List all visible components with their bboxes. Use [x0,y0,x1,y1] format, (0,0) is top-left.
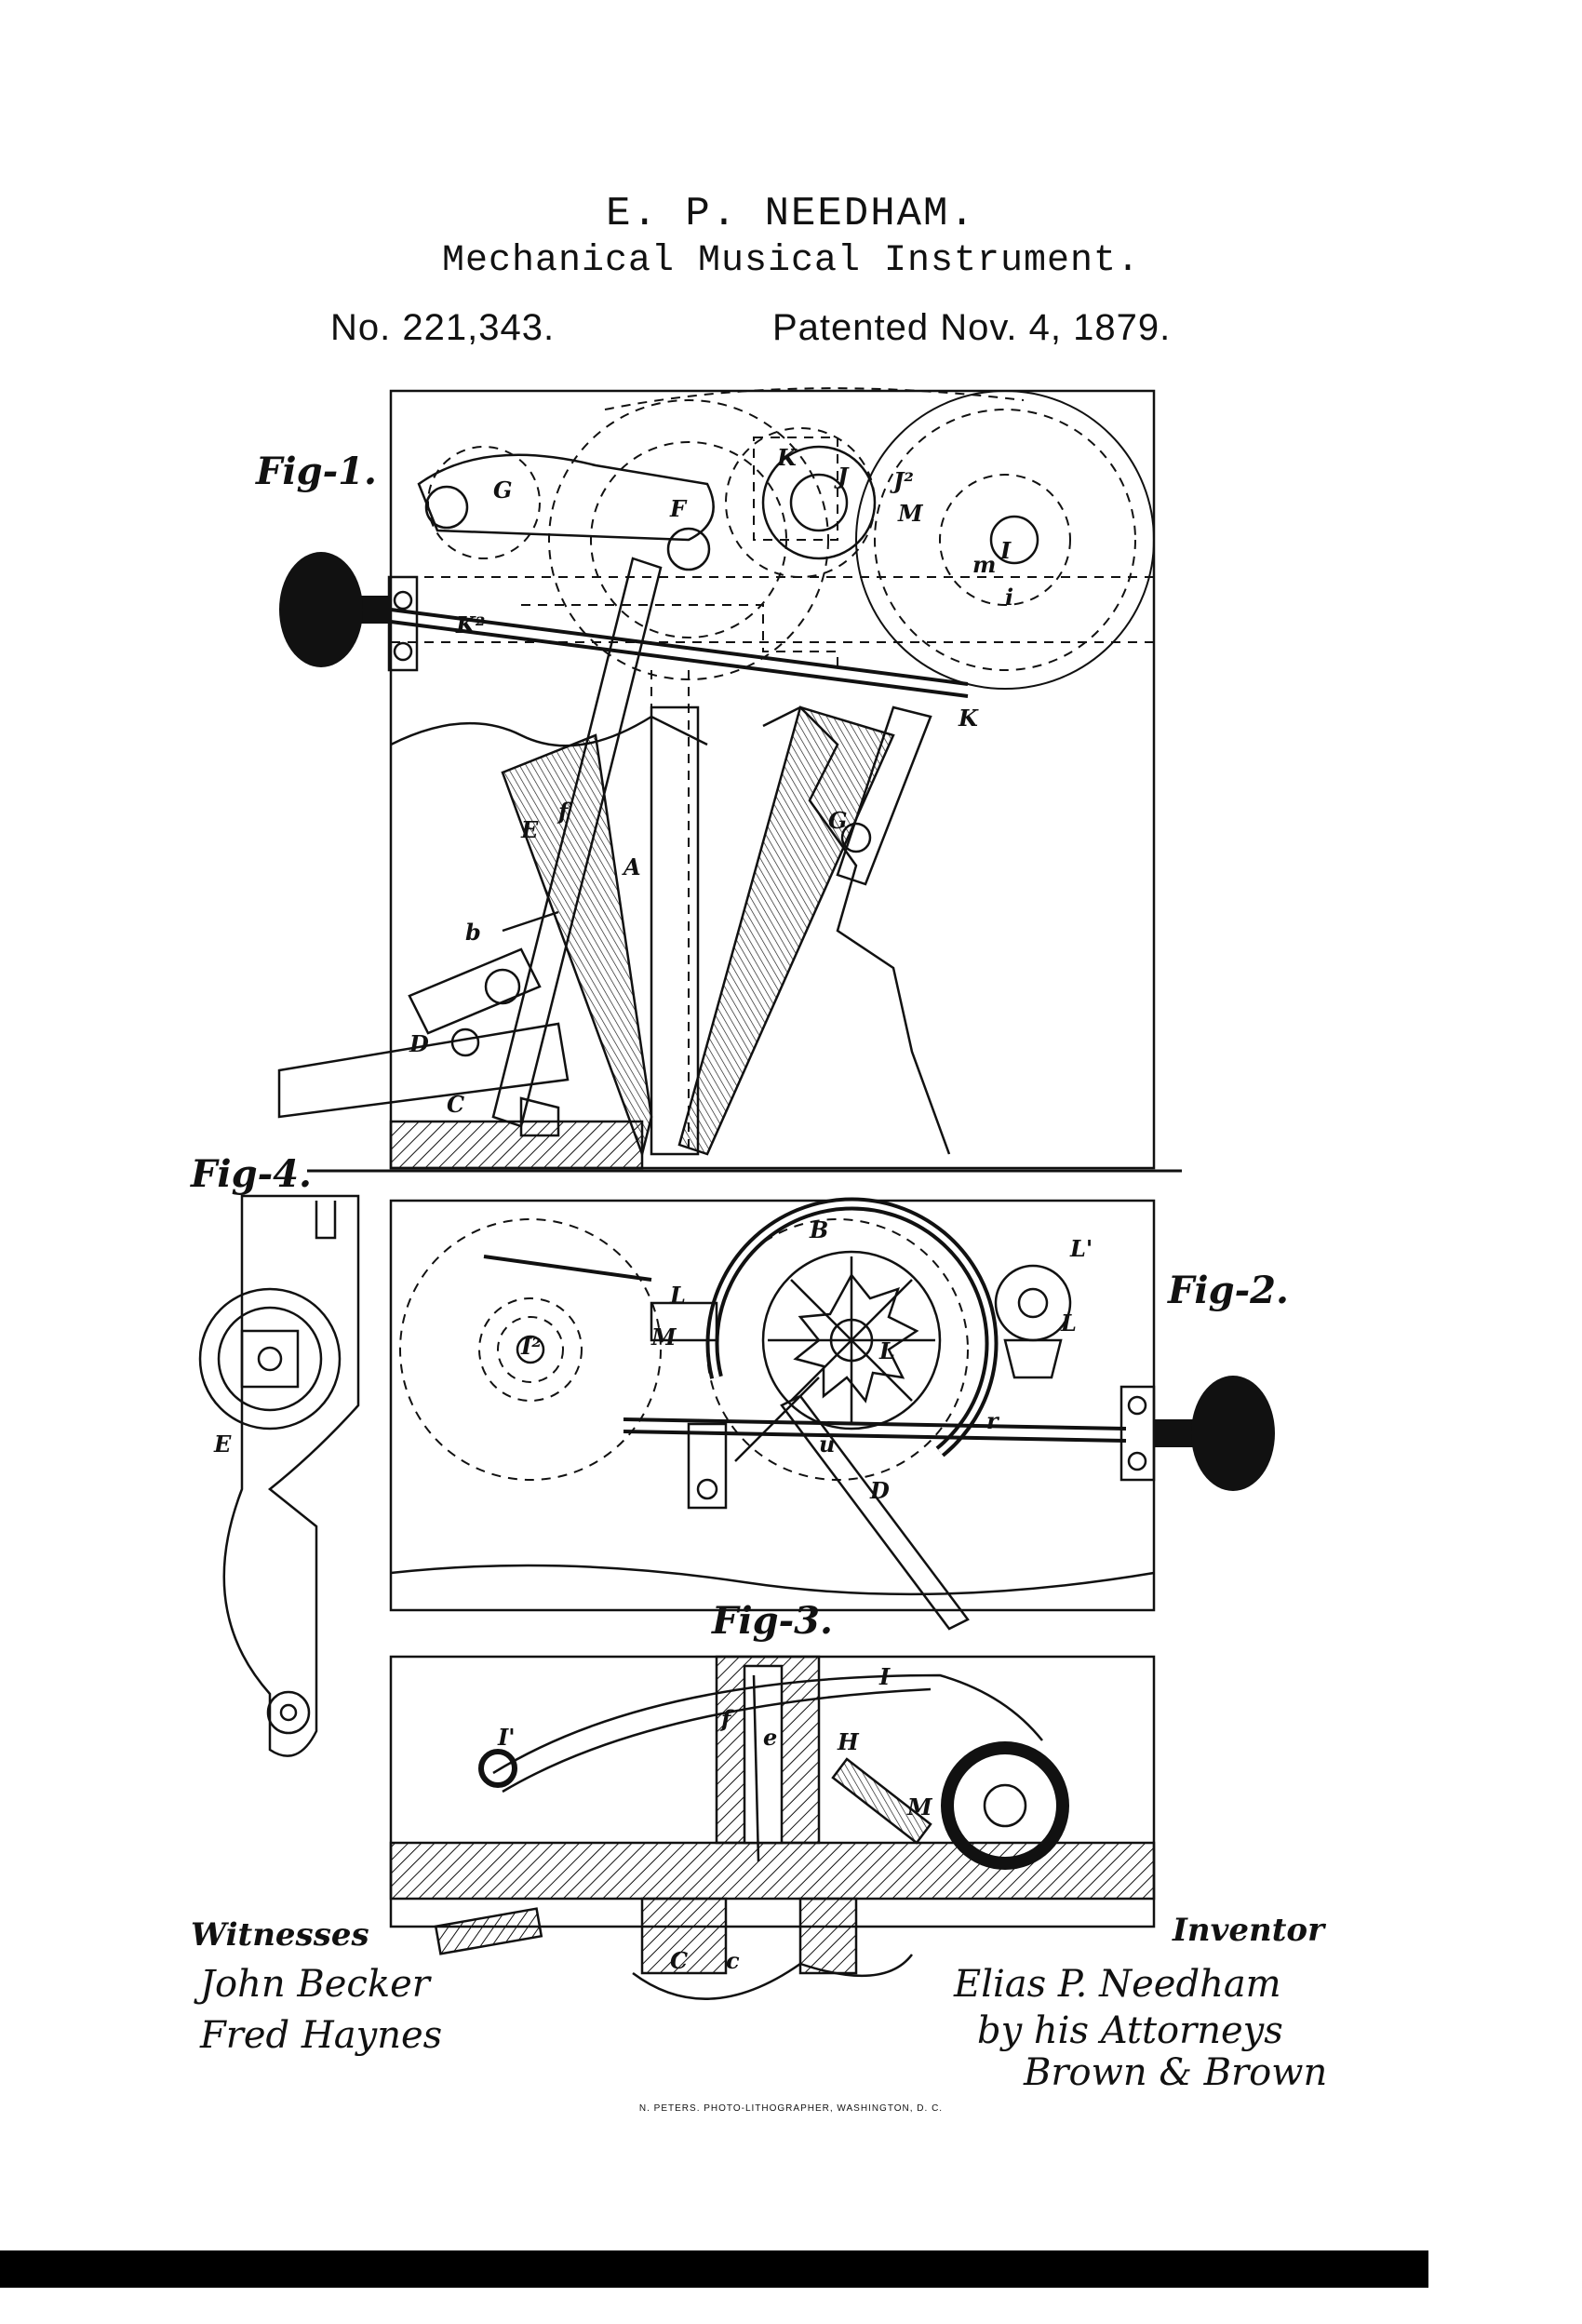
svg-text:m: m [972,551,996,578]
svg-text:e: e [763,1724,777,1751]
inventor-signature: Elias P. Needham [953,1963,1281,2006]
svg-text:D: D [869,1477,890,1504]
svg-text:L: L [878,1337,895,1364]
svg-text:M: M [650,1323,677,1350]
fig1-label: Fig-1. [255,450,377,493]
fig4-label: Fig-4. [190,1152,312,1196]
svg-text:K: K [776,444,798,471]
inventor-label: Inventor [1172,1912,1326,1949]
svg-text:L: L [1060,1310,1077,1337]
scan-border-bar [0,2250,1428,2288]
svg-text:M: M [906,1793,933,1820]
svg-text:I: I [999,537,1012,564]
figure-3: I' I H f e M C c [389,1655,1156,2000]
svg-text:E: E [520,816,539,843]
svg-text:M: M [897,500,924,527]
fig3-label: Fig-3. [711,1599,833,1643]
svg-text:I²: I² [520,1333,542,1360]
patent-title: Mechanical Musical Instrument. [441,240,1141,282]
patent-number: No. 221,343. [330,307,556,348]
svg-text:C: C [670,1947,688,1974]
svg-text:J: J [834,463,850,490]
attorneys-by-line: by his Attorneys [977,2009,1283,2052]
figure-2: I² M L B L L' L r u D [389,1197,1275,1631]
printer-credit: N. PETERS. PHOTO-LITHOGRAPHER, WASHINGTO… [638,2103,944,2114]
svg-text:G: G [828,807,848,834]
svg-text:c: c [726,1947,740,1974]
svg-text:A: A [622,853,641,880]
fig2-label: Fig-2. [1167,1269,1289,1312]
svg-text:J²: J² [890,467,914,494]
fig1-knob [279,552,391,667]
fig2-frame [389,1199,1156,1612]
fig1-frame [389,389,1156,1170]
figure-1: G F K J J² M m I i K² K E A G b D C f [277,387,1182,1173]
inventor-signatures: Inventor Elias P. Needham by his Attorne… [953,1912,1327,2094]
svg-text:f: f [556,798,571,825]
svg-text:K²: K² [455,611,485,638]
svg-text:I: I [878,1663,891,1690]
svg-text:H: H [837,1728,860,1755]
svg-text:F: F [669,495,688,522]
witness-signatures: Witnesses John Becker Fred Haynes [191,1916,442,2057]
witness-1-signature: John Becker [194,1963,433,2006]
svg-text:B: B [809,1216,828,1243]
figure-4: E [198,1194,360,1757]
witnesses-label: Witnesses [191,1916,369,1954]
svg-text:r: r [986,1407,1000,1434]
svg-text:G: G [493,477,513,504]
svg-text:L: L [669,1282,686,1309]
svg-text:K: K [958,705,979,732]
svg-text:E: E [213,1431,232,1458]
svg-text:u: u [819,1431,835,1458]
svg-text:C: C [447,1091,464,1118]
svg-text:D: D [409,1030,429,1057]
fig2-knob [1154,1376,1275,1491]
svg-text:I': I' [497,1724,516,1751]
svg-text:b: b [465,919,481,946]
patent-date: Patented Nov. 4, 1879. [772,307,1172,348]
svg-text:f: f [719,1705,734,1732]
attorneys-signature: Brown & Brown [1023,2051,1327,2094]
inventor-name: E. P. NEEDHAM. [606,191,976,237]
svg-text:i: i [1005,584,1013,611]
witness-2-signature: Fred Haynes [199,2014,442,2057]
svg-text:L': L' [1069,1235,1093,1262]
